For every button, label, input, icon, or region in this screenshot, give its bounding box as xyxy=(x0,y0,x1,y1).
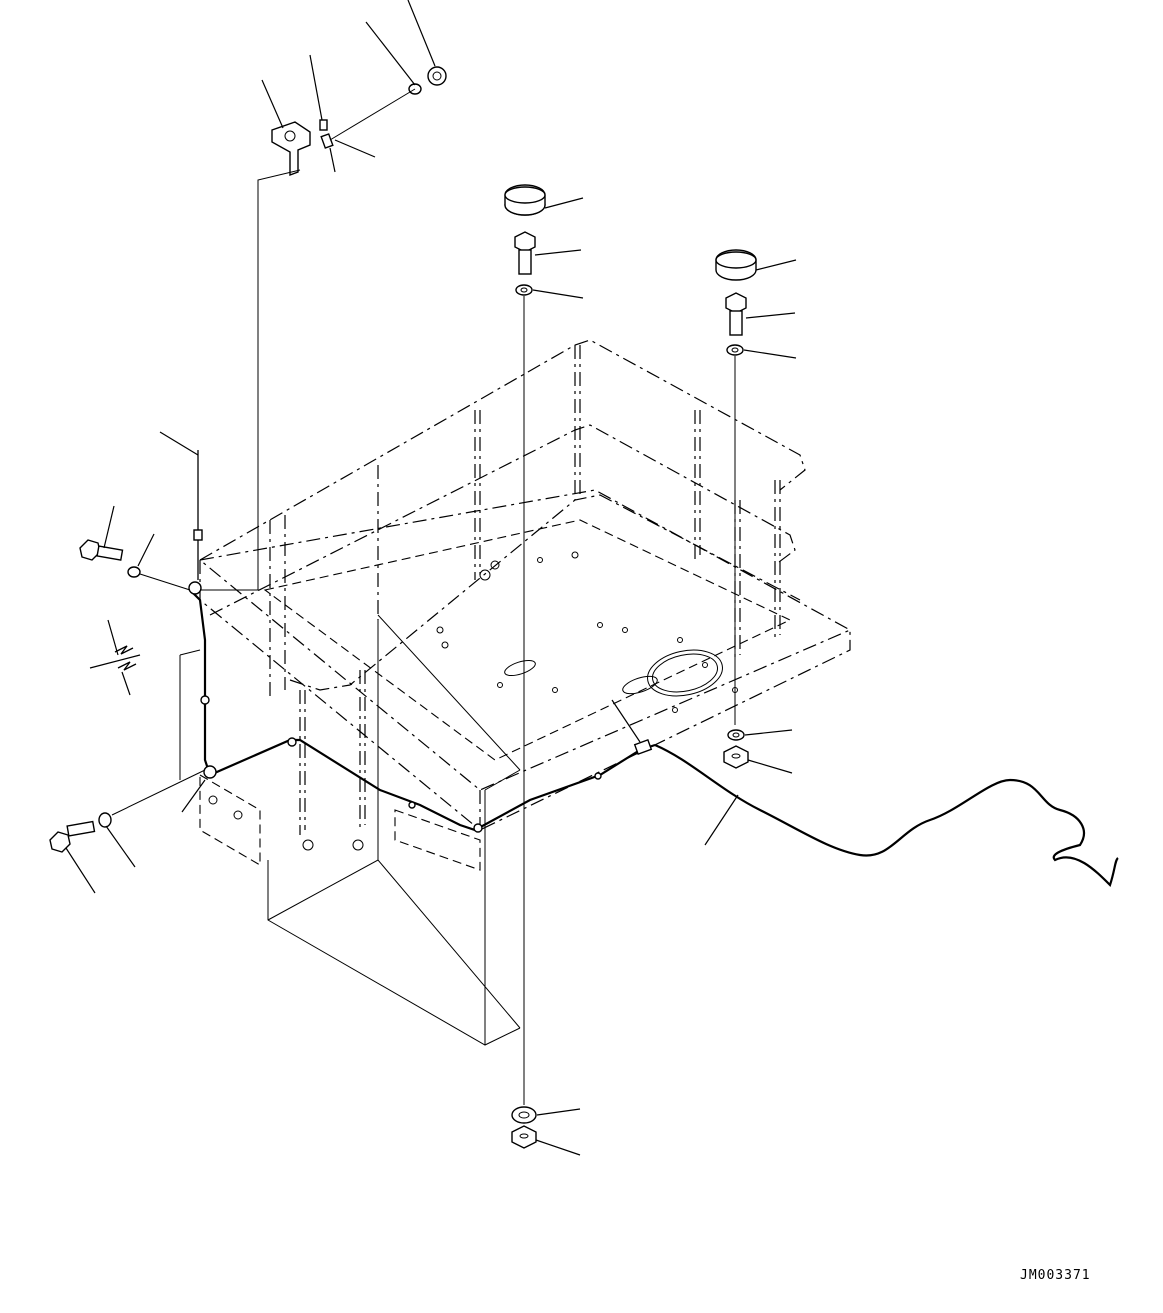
left-fasteners xyxy=(49,505,206,894)
guard-rail xyxy=(199,339,806,835)
drawing-id: JM003371 xyxy=(1020,1268,1091,1283)
underbody-box xyxy=(179,614,521,1046)
harness-leaders xyxy=(611,699,739,846)
bracket-assembly xyxy=(200,0,447,591)
right-fasteners xyxy=(715,249,797,774)
sensor-rod xyxy=(159,431,203,580)
center-fasteners xyxy=(504,184,584,1156)
wiring-harness xyxy=(188,581,1119,888)
front-mount xyxy=(199,774,481,871)
floor-plate xyxy=(198,489,852,831)
